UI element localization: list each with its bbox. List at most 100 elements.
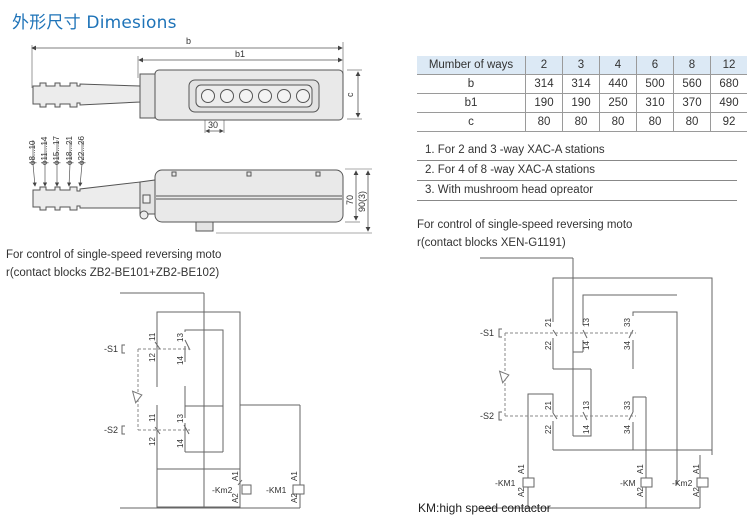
cell: 500 bbox=[636, 74, 674, 94]
actuator-triangle-right bbox=[498, 370, 510, 384]
right-km1-a1: A1 bbox=[517, 464, 526, 474]
right-km2-a1: A1 bbox=[692, 464, 701, 474]
coil-km1-left bbox=[292, 484, 305, 495]
cell: 440 bbox=[599, 74, 637, 94]
r-terminal-34: 34 bbox=[623, 341, 632, 350]
right-s2-label: -S2 bbox=[480, 411, 494, 421]
right-km2-a2: A2 bbox=[692, 487, 701, 497]
left-km1-a1: A1 bbox=[290, 471, 299, 481]
note-item: 2. For 4 of 8 -way XAC-A stations bbox=[417, 161, 737, 181]
cell: 370 bbox=[673, 93, 711, 113]
right-s1-label: -S1 bbox=[480, 328, 494, 338]
side-view-drawing bbox=[32, 140, 372, 234]
label-dia-4: ϕ18...21 bbox=[65, 136, 74, 165]
label-30: 30 bbox=[208, 120, 218, 130]
right-caption-line1: For control of single-speed reversing mo… bbox=[417, 219, 633, 231]
header-way: 6 bbox=[636, 56, 674, 75]
row-label: c bbox=[417, 112, 526, 132]
label-b1: b1 bbox=[235, 49, 245, 59]
cell: 190 bbox=[525, 93, 563, 113]
header-way: 3 bbox=[562, 56, 600, 75]
terminal-13-s2: 13 bbox=[176, 414, 185, 423]
right-circuit-caption: For control of single-speed reversing mo… bbox=[417, 216, 632, 252]
label-dia-1: ϕ8...10 bbox=[28, 140, 37, 165]
label-70: 70 bbox=[345, 195, 355, 205]
header-way: 2 bbox=[525, 56, 563, 75]
cell: 80 bbox=[562, 112, 600, 132]
header-label: Mumber of ways bbox=[417, 56, 526, 75]
terminal-13: 13 bbox=[176, 333, 185, 342]
cell: 314 bbox=[525, 74, 563, 94]
r-terminal-33: 33 bbox=[623, 318, 632, 327]
left-km2-label: -Km2 bbox=[212, 485, 233, 495]
notes-list: 1. For 2 and 3 -way XAC-A stations 2. Fo… bbox=[417, 141, 737, 201]
left-s1-label: -S1 bbox=[104, 344, 118, 354]
terminal-14-s2: 14 bbox=[176, 439, 185, 448]
cell: 560 bbox=[673, 74, 711, 94]
km-footnote: KM:high speed contactor bbox=[418, 501, 551, 515]
r-terminal-14: 14 bbox=[582, 341, 591, 350]
terminal-11: 11 bbox=[148, 332, 157, 341]
left-km2-a1: A1 bbox=[231, 471, 240, 481]
r-terminal-22-s2: 22 bbox=[544, 425, 553, 434]
right-km1-a2: A2 bbox=[517, 487, 526, 497]
left-caption-line2: r(contact blocks ZB2-BE101+ZB2-BE102) bbox=[6, 267, 220, 279]
actuator-triangle-left bbox=[131, 390, 143, 404]
note-item: 3. With mushroom head opreator bbox=[417, 181, 737, 201]
row-label: b bbox=[417, 74, 526, 94]
cell: 80 bbox=[525, 112, 563, 132]
left-circuit-wiring bbox=[120, 292, 305, 509]
cell: 310 bbox=[636, 93, 674, 113]
left-circuit-mechanical-link bbox=[137, 348, 190, 431]
top-view-drawing bbox=[31, 42, 362, 134]
terminal-12: 12 bbox=[148, 353, 157, 362]
button-holes bbox=[201, 89, 310, 103]
terminal-11-s2: 11 bbox=[148, 413, 157, 422]
coil-km1-right bbox=[522, 477, 535, 488]
table-row: c 80 80 80 80 80 92 bbox=[417, 112, 747, 132]
header-way: 12 bbox=[710, 56, 747, 75]
cell: 92 bbox=[710, 112, 747, 132]
r-terminal-13-s2: 13 bbox=[582, 401, 591, 410]
r-terminal-14-s2: 14 bbox=[582, 425, 591, 434]
r-terminal-13: 13 bbox=[582, 318, 591, 327]
cell: 314 bbox=[562, 74, 600, 94]
coil-km-right bbox=[640, 477, 653, 488]
r-terminal-33-s2: 33 bbox=[623, 401, 632, 410]
cell: 250 bbox=[599, 93, 637, 113]
terminal-12-s2: 12 bbox=[148, 437, 157, 446]
cell: 190 bbox=[562, 93, 600, 113]
label-c: c bbox=[345, 92, 355, 97]
r-terminal-21-s2: 21 bbox=[544, 401, 553, 410]
label-dia-3: ϕ15...17 bbox=[52, 136, 61, 165]
right-circuit-wiring bbox=[480, 257, 713, 509]
cell: 490 bbox=[710, 93, 747, 113]
r-terminal-34-s2: 34 bbox=[623, 425, 632, 434]
right-km1-label: -KM1 bbox=[495, 478, 516, 488]
label-dia-5: ϕ22...26 bbox=[77, 136, 86, 165]
right-km-a2: A2 bbox=[636, 487, 645, 497]
table-row: b1 190 190 250 310 370 490 bbox=[417, 93, 747, 113]
right-km-a1: A1 bbox=[636, 464, 645, 474]
page-title: 外形尺寸 Dimesions bbox=[12, 13, 177, 33]
coil-km2-left bbox=[241, 484, 252, 495]
right-circuit-mechanical-link bbox=[504, 332, 636, 417]
right-km2-label: -Km2 bbox=[672, 478, 693, 488]
cell: 80 bbox=[673, 112, 711, 132]
table-header-row: Mumber of ways 2 3 4 6 8 12 bbox=[417, 56, 747, 75]
label-dia-2: ϕ11...14 bbox=[40, 136, 49, 165]
coil-km2-right bbox=[696, 477, 709, 488]
terminal-14: 14 bbox=[176, 356, 185, 365]
cell: 680 bbox=[710, 74, 747, 94]
dimensions-table: Mumber of ways 2 3 4 6 8 12 b 314 314 44… bbox=[417, 56, 747, 132]
right-caption-line2: r(contact blocks XEN-G1191) bbox=[417, 237, 566, 249]
left-km1-label: -KM1 bbox=[266, 485, 287, 495]
left-circuit-caption: For control of single-speed reversing mo… bbox=[6, 246, 221, 282]
row-label: b1 bbox=[417, 93, 526, 113]
r-terminal-21: 21 bbox=[544, 318, 553, 327]
left-km1-a2: A2 bbox=[290, 493, 299, 503]
right-km-label: -KM bbox=[620, 478, 636, 488]
left-km2-a2: A2 bbox=[231, 493, 240, 503]
note-item: 1. For 2 and 3 -way XAC-A stations bbox=[417, 141, 737, 161]
